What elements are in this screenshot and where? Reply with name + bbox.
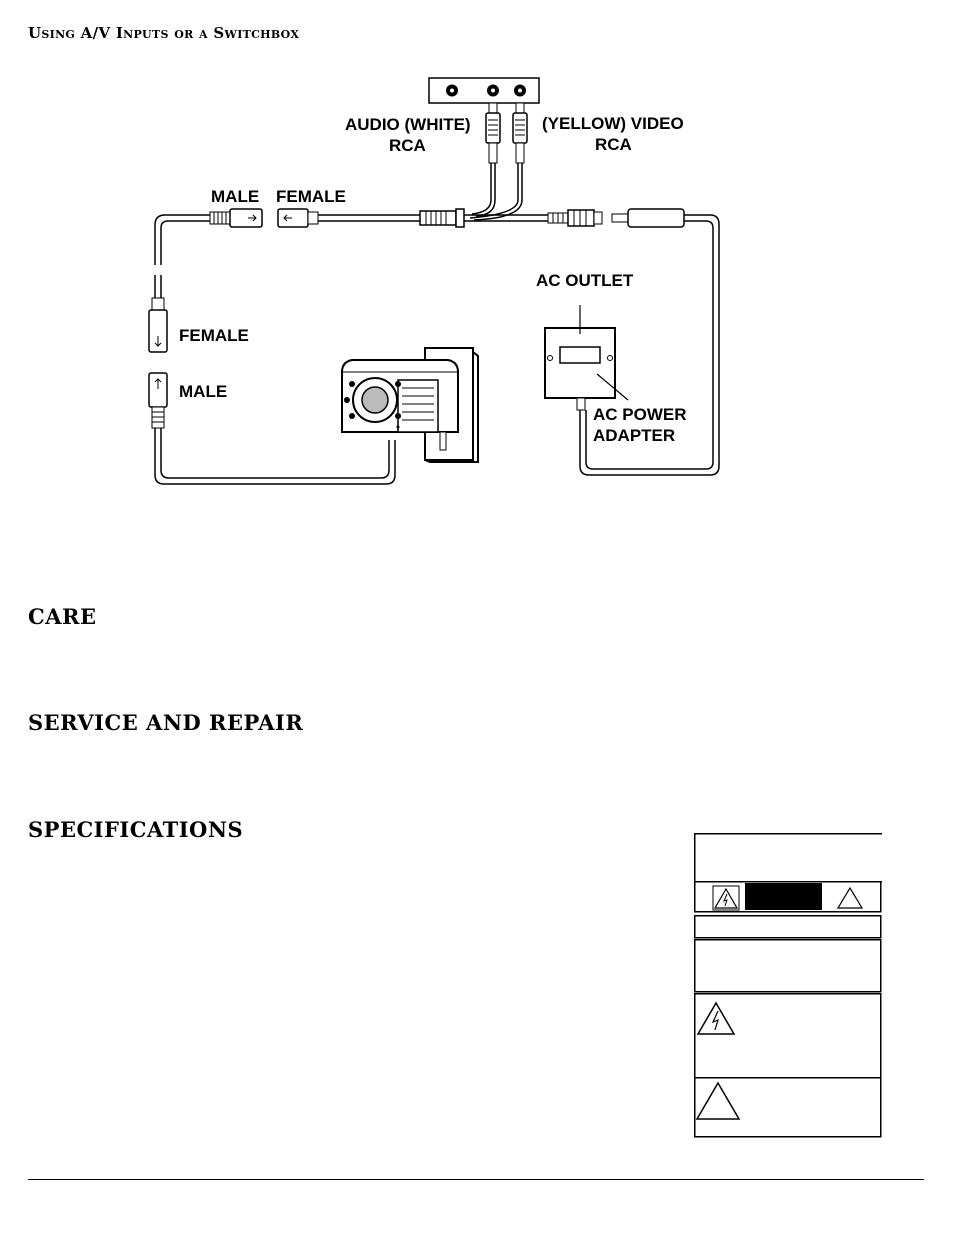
female-connector-left (148, 297, 168, 353)
caution-warning-box (694, 833, 882, 1138)
male-left-label: MALE (179, 382, 227, 401)
splitter-connector (419, 208, 465, 228)
ac-power-label-line1: AC POWER (593, 405, 687, 424)
rca-cables (469, 163, 523, 221)
footer-rule (28, 1179, 924, 1180)
exclamation-warning-icon (836, 886, 864, 909)
male-connector-left (148, 372, 168, 429)
video-rca-label-line2: RCA (595, 135, 632, 154)
main-cable (154, 214, 720, 485)
audio-rca-plug (485, 102, 501, 164)
ac-power-adapter-illustration (544, 305, 629, 411)
male-top-label: MALE (211, 187, 259, 206)
caution-black-band (745, 883, 822, 910)
female-top-label: FEMALE (276, 187, 346, 206)
power-jack-connector (547, 209, 603, 227)
connection-diagram: AUDIO (WHITE) RCA (YELLOW) VIDEO RCA MAL… (148, 77, 720, 485)
ac-power-label-line2: ADAPTER (593, 426, 675, 445)
rca-jack-panel (428, 77, 540, 104)
care-heading: CARE (28, 604, 97, 629)
exclamation-triangle-icon (695, 1081, 741, 1120)
video-rca-plug (512, 102, 528, 164)
video-rca-label-line1: (YELLOW) VIDEO (542, 114, 684, 133)
camera-illustration (341, 347, 479, 463)
audio-rca-label-line2: RCA (389, 136, 426, 155)
female-left-label: FEMALE (179, 326, 249, 345)
page-header-title: Using A/V Inputs or a Switchbox (28, 24, 300, 42)
female-connector-top (277, 208, 319, 228)
audio-rca-label-line1: AUDIO (WHITE) (345, 115, 471, 134)
lightning-triangle-icon (696, 1001, 736, 1035)
lightning-warning-icon (712, 885, 740, 911)
power-plug-connector (611, 208, 685, 228)
ac-outlet-label: AC OUTLET (536, 271, 634, 290)
service-repair-heading: SERVICE AND REPAIR (28, 710, 304, 735)
male-connector-top (209, 208, 263, 228)
specifications-heading: SPECIFICATIONS (28, 817, 244, 842)
